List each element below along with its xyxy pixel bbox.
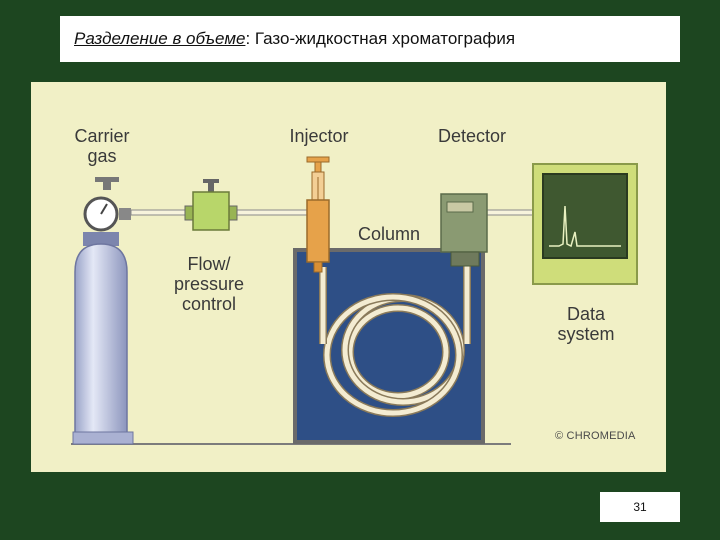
signal-line: [485, 209, 535, 216]
column-coil-icon: [319, 262, 471, 417]
title-prefix: Разделение в объеме: [74, 29, 246, 48]
pressure-valve-icon: [184, 179, 238, 231]
detector-icon: [440, 193, 488, 267]
injector-syringe-icon: [306, 156, 330, 273]
slide-title: Разделение в объеме: Газо-жидкостная хро…: [60, 16, 680, 62]
label-carrier-gas-line2: gas: [87, 146, 117, 166]
label-carrier-gas: Carrier gas: [67, 126, 137, 166]
copyright-credit: © CHROMEDIA: [555, 430, 636, 442]
title-rest: Газо-жидкостная хроматография: [250, 29, 516, 48]
label-injector: Injector: [289, 126, 349, 146]
page-number: 31: [600, 492, 680, 522]
label-flow-pressure-control: Flow/ pressure control: [161, 254, 257, 314]
label-column: Column: [357, 224, 421, 244]
title-separator: :: [245, 29, 251, 48]
gc-diagram-graphic: [71, 156, 638, 445]
label-data-line1: Data: [566, 304, 606, 324]
label-detector: Detector: [437, 126, 507, 146]
label-flow-line1: Flow/: [187, 254, 231, 274]
label-data-system: Data system: [549, 304, 623, 344]
data-monitor-icon: [532, 163, 638, 285]
gas-cylinder-icon: [72, 177, 134, 445]
gc-diagram: Carrier gas Injector Detector Column Flo…: [31, 82, 666, 472]
gas-line-1: [130, 209, 194, 216]
label-carrier-gas-line1: Carrier: [74, 126, 130, 146]
label-data-line2: system: [557, 324, 615, 344]
gas-line-2: [228, 209, 310, 216]
label-flow-line2: pressure: [173, 274, 245, 294]
label-flow-line3: control: [181, 294, 237, 314]
